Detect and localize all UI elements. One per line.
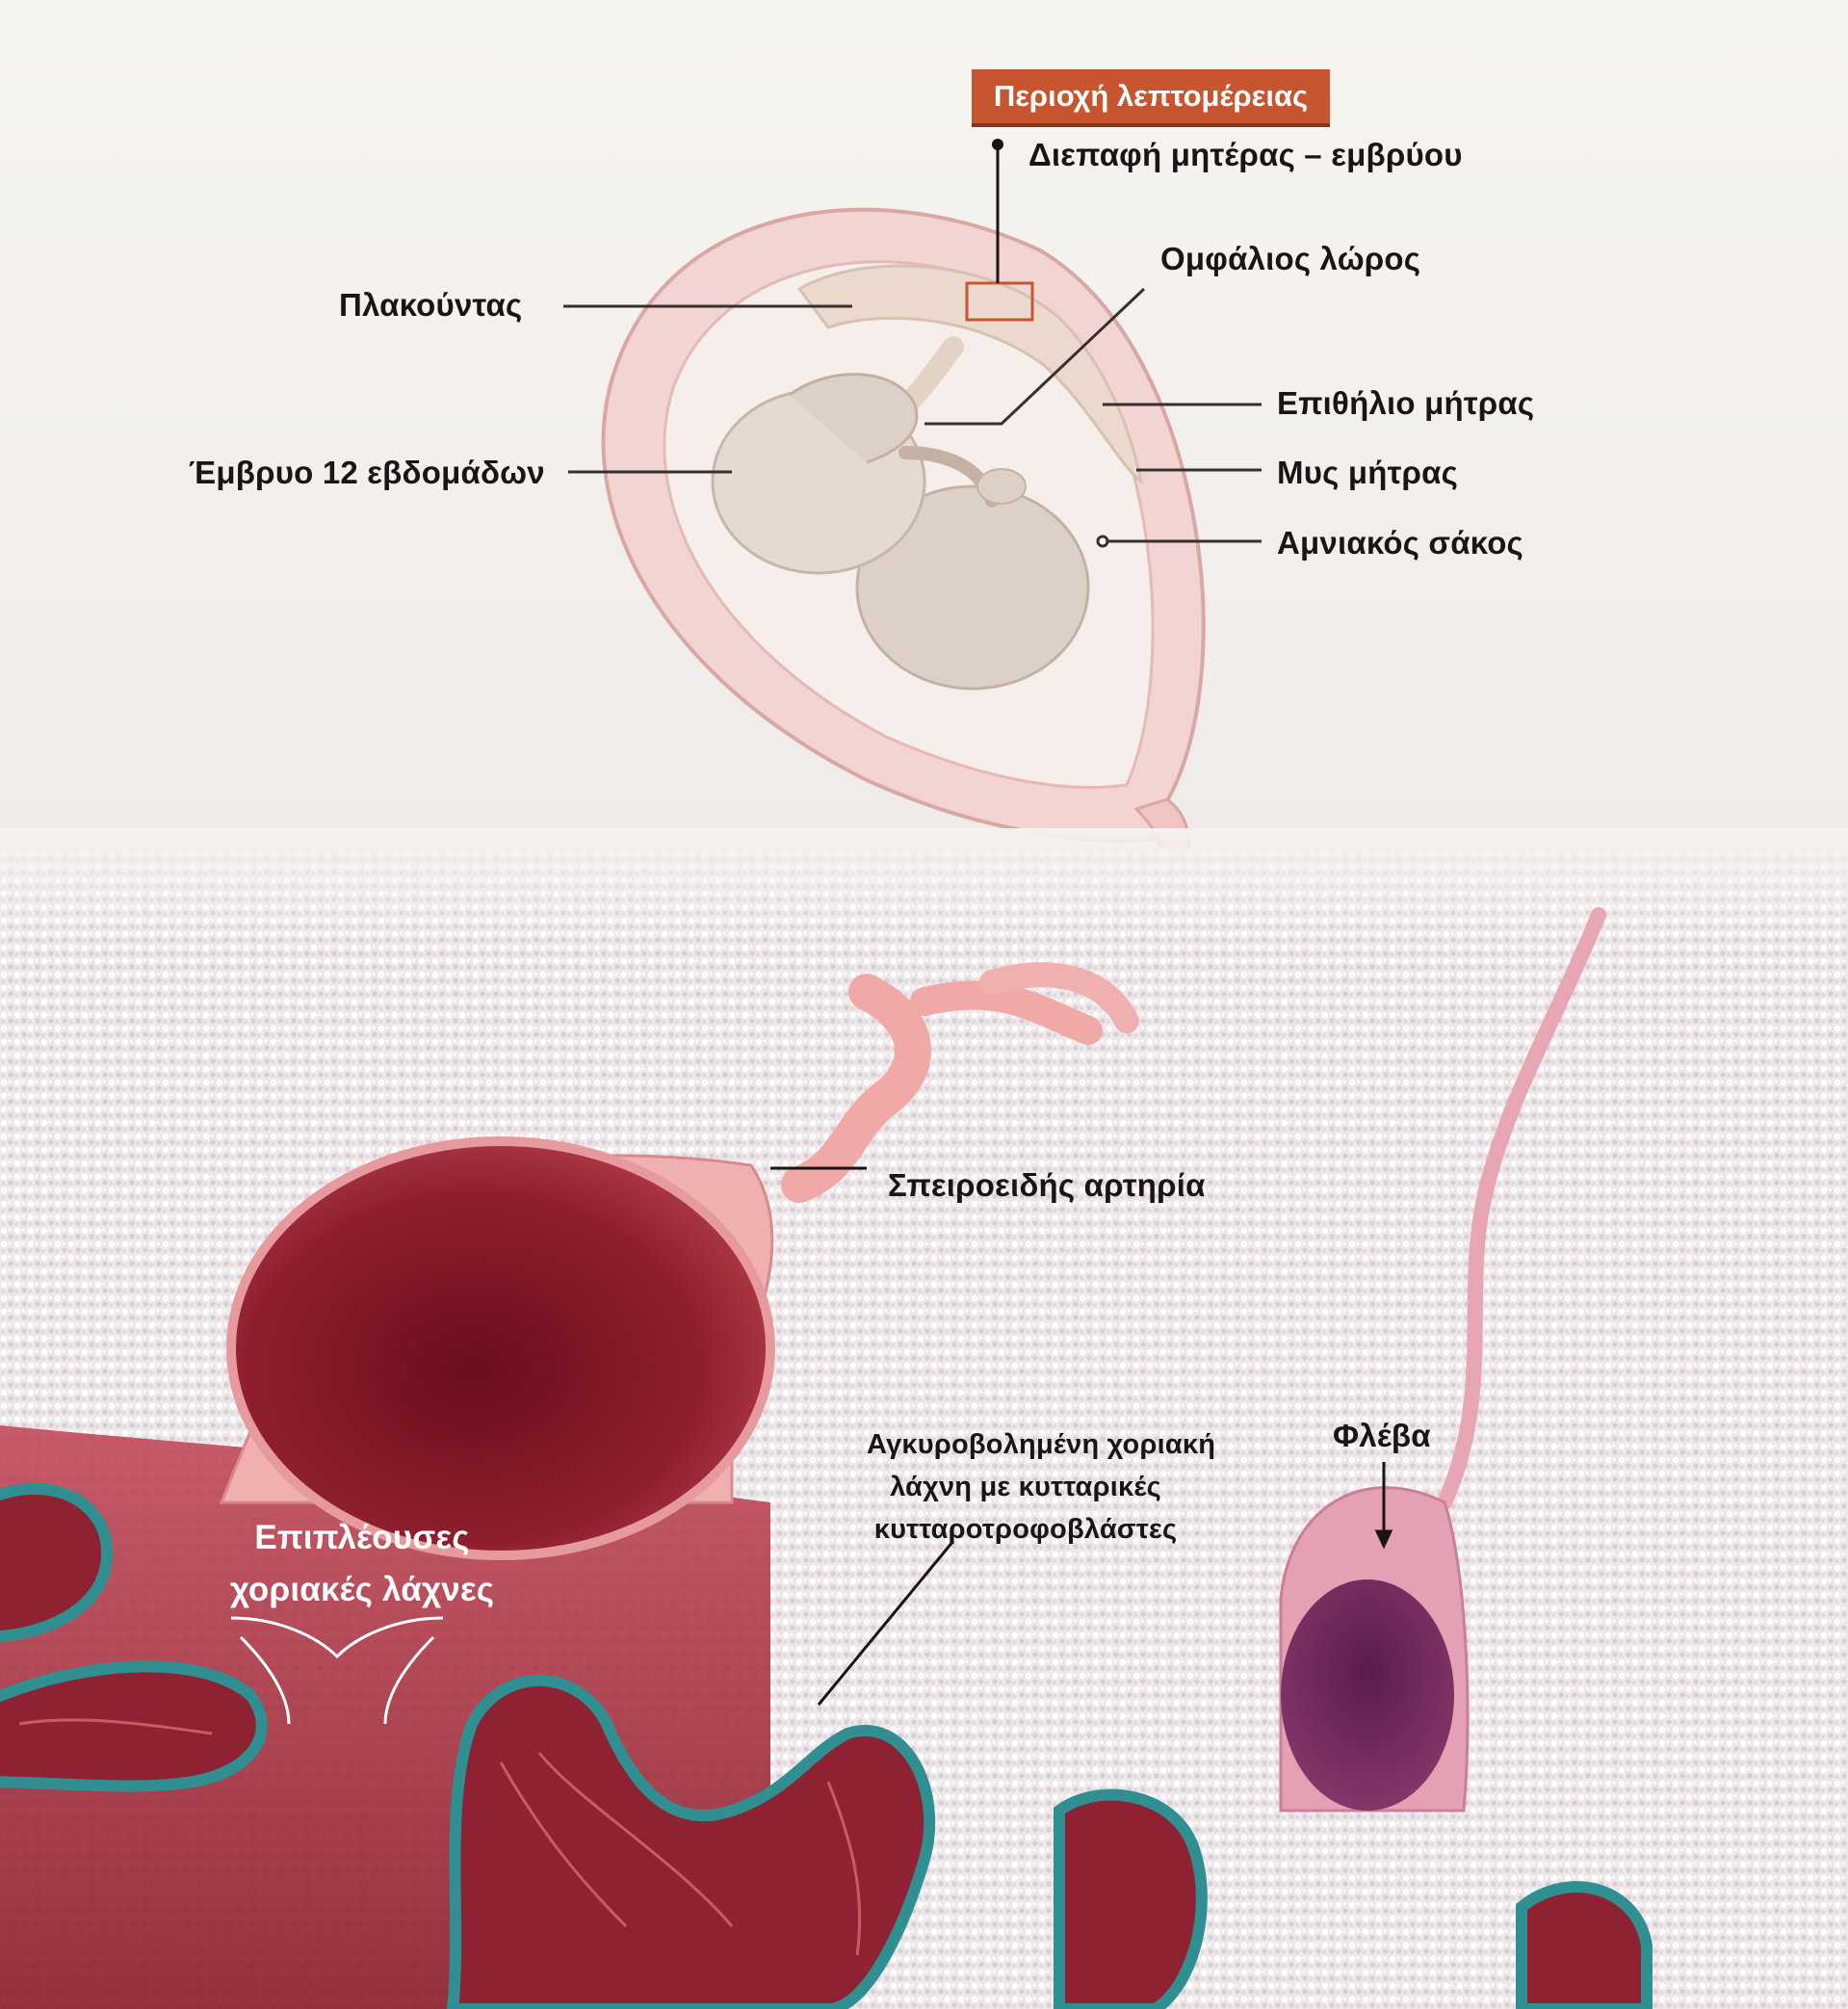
label-maternal-fetal-interface: Διεπαφή μητέρας – εμβρύου [1028, 137, 1463, 172]
label-anchoring-villus: Αγκυροβολημένη χοριακή λάχνη με κυτταρικ… [867, 1423, 1216, 1551]
label-amniotic-sac: Αμνιακός σάκος [1277, 525, 1523, 561]
label-embryo-12-weeks: Έμβρυο 12 εβδομάδων [189, 455, 545, 490]
label-vein: Φλέβα [1333, 1418, 1431, 1453]
label-spiral-artery: Σπειροειδής αρτηρία [888, 1167, 1206, 1203]
bottom-leader-lines [230, 1166, 1393, 1725]
label-floating-villi-line-2: χοριακές λάχνες [229, 1571, 495, 1608]
label-anchoring-villus-line-3: κυτταροτροφοβλάστες [873, 1514, 1178, 1545]
tissue-section [0, 828, 1848, 2009]
label-floating-villi-line-1: Επιπλέουσες [254, 1519, 470, 1556]
label-uterine-muscle: Μυς μήτρας [1277, 455, 1458, 490]
label-umbilical-cord: Ομφάλιος λώρος [1160, 241, 1421, 276]
label-anchoring-villus-line-2: λάχνη με κυτταρικές [890, 1472, 1161, 1502]
label-floating-villi: Επιπλέουσες χοριακές λάχνες [218, 1512, 507, 1616]
top-leader-lines [563, 287, 1262, 548]
detail-area-marker [965, 281, 1034, 322]
label-anchoring-villus-line-1: Αγκυροβολημένη χοριακή [867, 1429, 1216, 1460]
label-placenta: Πλακούντας [339, 287, 523, 323]
label-endometrium: Επιθήλιο μήτρας [1277, 385, 1535, 421]
detail-area-badge: Περιοχή λεπτομέρειας [972, 69, 1330, 127]
uterus-illustration [601, 207, 1206, 869]
